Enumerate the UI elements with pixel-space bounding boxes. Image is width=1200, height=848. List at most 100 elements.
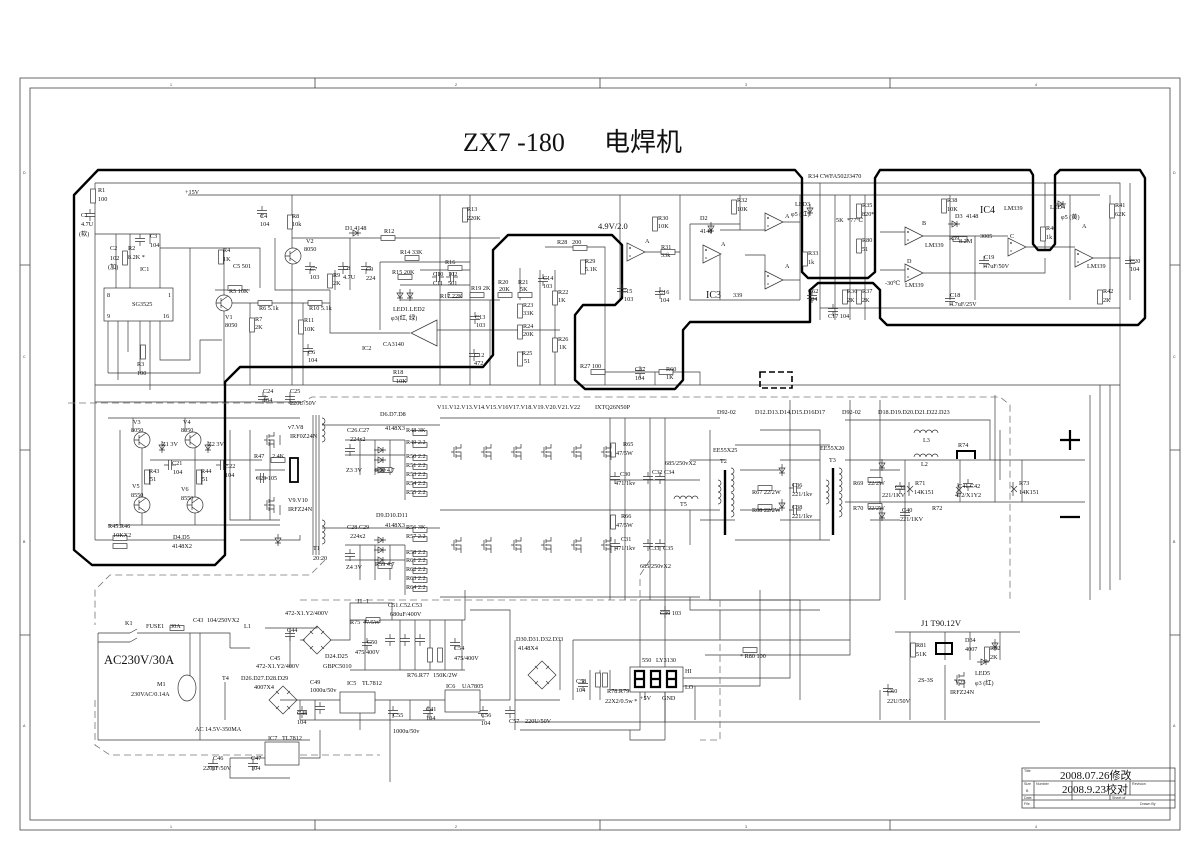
output-component-label: R70 bbox=[853, 505, 863, 512]
resistor bbox=[1097, 289, 1103, 305]
driver-component-label: R49 2.2 bbox=[406, 439, 426, 446]
relay-component-label: LED5 bbox=[975, 670, 990, 677]
driver-component-label: 104 bbox=[225, 472, 234, 479]
supply-component-label: 680uF/400V bbox=[390, 611, 422, 618]
control-component-label: R22 bbox=[558, 289, 568, 296]
control-component-label: R13 bbox=[467, 206, 477, 213]
control-wiring bbox=[94, 182, 1131, 540]
op-amp bbox=[1007, 237, 1027, 257]
driver-component-label: 20:20 bbox=[313, 555, 327, 562]
control-component-label: 8 bbox=[107, 292, 110, 299]
display-component-label: 104 bbox=[576, 687, 585, 694]
control-component-label: C9 bbox=[366, 266, 373, 273]
col-label: 2 bbox=[455, 825, 457, 829]
control-component-label: R21 bbox=[518, 279, 528, 286]
supply-component-label: 472-X1.Y2/400V bbox=[256, 663, 300, 670]
control-component-label: 5.1K bbox=[585, 266, 598, 273]
resistor bbox=[437, 647, 443, 663]
fan-motor bbox=[177, 674, 197, 702]
display-component-label: * R80 100 bbox=[740, 653, 766, 660]
driver-component-label: 10KX2 bbox=[113, 532, 131, 539]
inverter-component-label: C35 bbox=[663, 545, 673, 552]
control-component-label: C11 bbox=[433, 280, 443, 287]
inverter-component-label: C38 bbox=[792, 504, 802, 511]
control-component-label: C2 bbox=[110, 245, 117, 252]
t2-secondary-coil bbox=[730, 492, 735, 518]
control-component-label: 33k bbox=[661, 252, 671, 259]
driver-wiring bbox=[95, 395, 301, 541]
driver-component-label: R52 4.7 bbox=[375, 467, 395, 474]
output-component-label: 22/2W bbox=[868, 505, 885, 512]
power-board-outline bbox=[68, 396, 1011, 756]
supply-component-label: 220uF/50V bbox=[203, 765, 232, 772]
control-component-label: 220K bbox=[467, 215, 481, 222]
supply-component-label: C44 bbox=[287, 627, 297, 634]
driver-component-label: R47 bbox=[254, 453, 264, 460]
control-component-label: C1 bbox=[81, 212, 88, 219]
control-component-label: A bbox=[721, 241, 726, 248]
op-amp bbox=[764, 212, 784, 232]
supply-component-label: C49 bbox=[310, 679, 320, 686]
supply-component-label: C41 bbox=[426, 706, 436, 713]
current-sensor bbox=[759, 371, 793, 389]
control-component-label: C4 bbox=[260, 213, 267, 220]
driver-component-label: 8550 bbox=[131, 492, 143, 499]
supply-component-label: 30A bbox=[170, 623, 181, 630]
relay-component-label: 51K bbox=[916, 651, 927, 658]
control-component-label: R24 bbox=[523, 323, 533, 330]
output-component-label: 221/1KV bbox=[900, 516, 924, 523]
control-component-label: R41 bbox=[1115, 202, 1125, 209]
output-component-label: R72 bbox=[932, 505, 942, 512]
control-component-label: 104 bbox=[808, 296, 817, 303]
resistor bbox=[469, 292, 485, 298]
supply-wiring bbox=[97, 590, 511, 782]
driver-component-label: 4148X3 bbox=[385, 425, 405, 432]
mosfet bbox=[540, 536, 552, 554]
display-component-label: 4148X4 bbox=[518, 645, 538, 652]
capacitor bbox=[384, 633, 396, 647]
supply-component-label: IC5 bbox=[347, 680, 356, 687]
control-component-label: 2K bbox=[847, 297, 855, 304]
revision-label: Revision bbox=[1132, 782, 1146, 786]
relay-component-label: IRFZ24N bbox=[950, 689, 975, 696]
t1-secondary-coil bbox=[321, 519, 326, 545]
supply-component-label: 1000u/50v bbox=[393, 728, 420, 735]
inverter-component-label: 471/1kv bbox=[615, 545, 636, 552]
mosfet bbox=[480, 443, 492, 461]
row-label: D bbox=[23, 171, 26, 175]
components bbox=[84, 188, 1136, 772]
resistor bbox=[517, 324, 523, 340]
control-component-label: 20K bbox=[499, 286, 510, 293]
resistor bbox=[122, 250, 128, 266]
supply-component-label: 475/400V bbox=[454, 655, 479, 662]
driver-component-label: R62 2.2 bbox=[406, 566, 426, 573]
control-component-label: 104 bbox=[1130, 266, 1139, 273]
control-component-label: C7 bbox=[310, 266, 317, 273]
control-component-label: 104 bbox=[150, 242, 159, 249]
control-component-label: B bbox=[922, 220, 926, 227]
driver-component-label: IRF0Z24N bbox=[290, 433, 318, 440]
driver-component-label: C25 bbox=[290, 388, 300, 395]
driver-component-label: 220U/50V bbox=[290, 400, 317, 407]
control-component-label: *77℃ bbox=[847, 217, 863, 224]
mosfet bbox=[540, 443, 552, 461]
diode bbox=[373, 546, 387, 554]
driver-component-label: IRFZ24N bbox=[288, 506, 313, 513]
control-component-label: 4.7uF/25V bbox=[950, 301, 977, 308]
schematic-title: ZX7 -180 bbox=[463, 128, 565, 157]
control-component-label: R7 bbox=[255, 316, 262, 323]
resistor bbox=[742, 647, 758, 653]
mosfet bbox=[510, 536, 522, 554]
col-label: 1 bbox=[170, 825, 172, 829]
resistor bbox=[910, 642, 916, 658]
mosfet bbox=[263, 496, 275, 514]
control-component-label: 1k bbox=[808, 259, 815, 266]
size-value: B bbox=[1026, 789, 1029, 793]
inverter-component-label: C31 bbox=[621, 536, 631, 543]
op-amp bbox=[904, 263, 924, 283]
control-component-label: -30℃ bbox=[885, 280, 900, 287]
display-component-label: 550 bbox=[642, 657, 651, 664]
supply-component-label: C54 bbox=[454, 645, 464, 652]
